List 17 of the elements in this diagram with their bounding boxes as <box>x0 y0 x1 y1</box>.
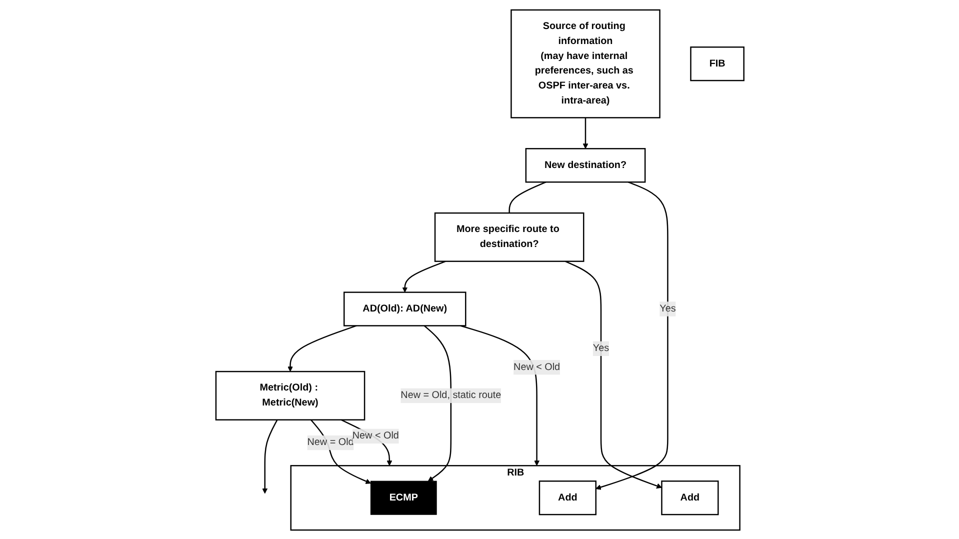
ecmp-bar: ECMP <box>370 480 436 514</box>
arrow <box>287 324 356 372</box>
process-box: Source of routing information (may have internal preferences, such as OSPF inter-area vs. intra-area) <box>510 8 660 118</box>
arrow <box>423 324 452 481</box>
process-box: More specific route to destination? <box>434 212 584 262</box>
arrow <box>460 324 540 466</box>
process-box: Add <box>538 480 596 515</box>
process-box: FIB <box>690 46 744 81</box>
arrow <box>262 419 278 494</box>
arrow <box>582 117 588 148</box>
arrow <box>564 260 662 488</box>
process-box: AD(Old): AD(New) <box>343 291 466 326</box>
process-box: Metric(Old) : Metric(New) <box>214 370 365 420</box>
arrow <box>595 181 668 490</box>
process-box: Add <box>660 480 718 515</box>
process-box: New destination? <box>524 148 646 182</box>
arrow <box>402 260 446 292</box>
